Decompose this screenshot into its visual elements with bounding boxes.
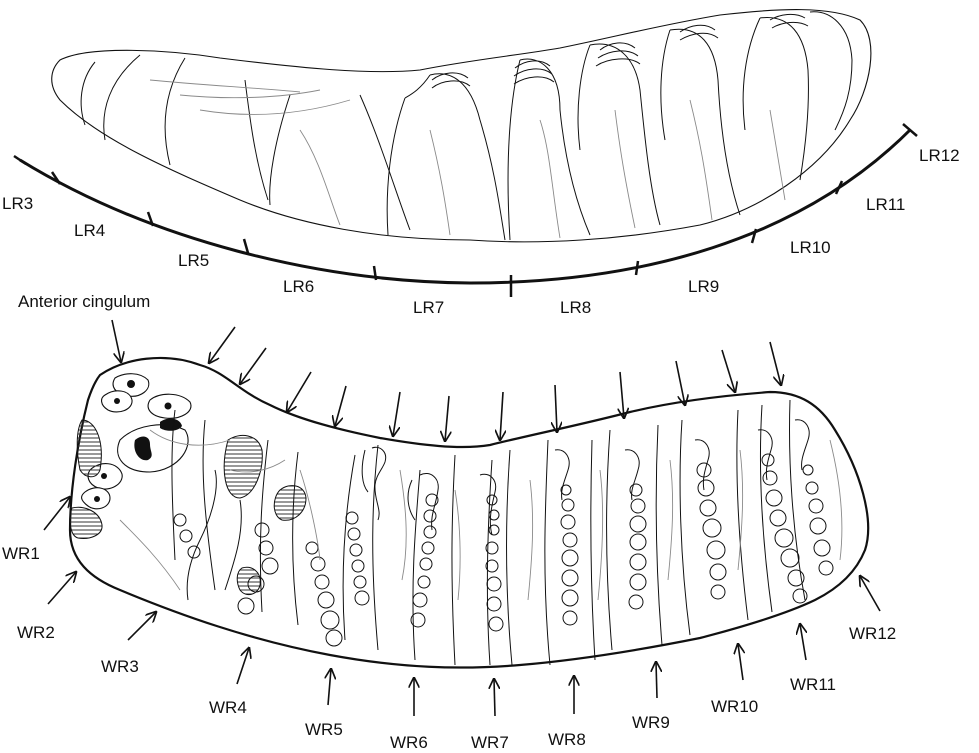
label-WR4: WR4: [209, 698, 247, 717]
label-WR2: WR2: [17, 623, 55, 642]
arrow-icon: [335, 386, 346, 426]
label-WR7: WR7: [471, 733, 509, 752]
label-WR6: WR6: [390, 733, 428, 752]
label-LR9: LR9: [688, 277, 719, 296]
arrow-icon: [770, 342, 781, 385]
arrow-icon: [240, 348, 266, 384]
arrow-icon: [393, 392, 400, 436]
arrow-icon: [555, 385, 557, 432]
label-LR6: LR6: [283, 277, 314, 296]
label-WR5: WR5: [305, 720, 343, 739]
arrow-icon: [44, 497, 70, 530]
anterior-cingulum-arrow: [112, 320, 121, 362]
arrow-icon: [128, 612, 156, 640]
label-WR8: WR8: [548, 730, 586, 749]
arc-tick: [14, 156, 26, 164]
label-LR8: LR8: [560, 298, 591, 317]
label-WR3: WR3: [101, 657, 139, 676]
arrow-icon: [860, 576, 880, 611]
arrow-icon: [494, 679, 495, 716]
label-WR9: WR9: [632, 713, 670, 732]
arrow-icon: [738, 644, 743, 680]
label-WR12: WR12: [849, 624, 896, 643]
arrow-icon: [209, 327, 235, 363]
arrow-icon: [445, 396, 449, 441]
arrow-icon: [722, 350, 735, 392]
anterior-cingulum-label: Anterior cingulum: [18, 292, 150, 311]
arrow-icon: [620, 372, 624, 418]
lateral-view-outline: [52, 10, 871, 242]
label-LR12: LR12: [919, 146, 960, 165]
arrow-icon: [328, 669, 331, 705]
arc-tick: [244, 239, 248, 253]
label-LR5: LR5: [178, 251, 209, 270]
label-WR11: WR11: [790, 675, 836, 694]
label-LR3: LR3: [2, 194, 33, 213]
label-LR7: LR7: [413, 298, 444, 317]
label-LR4: LR4: [74, 221, 105, 240]
arrow-icon: [656, 662, 657, 698]
label-LR10: LR10: [790, 238, 831, 257]
arrow-icon: [237, 648, 249, 684]
label-WR1: WR1: [2, 544, 40, 563]
occlusal-view-drawing: [70, 358, 868, 668]
label-LR11: LR11: [866, 195, 905, 214]
arrow-icon: [48, 572, 76, 604]
label-WR10: WR10: [711, 697, 758, 716]
arrow-icon: [676, 361, 685, 405]
arrow-icon: [800, 624, 806, 660]
arc-tick: [636, 261, 638, 275]
lateral-view-drawing: [52, 10, 871, 242]
arrow-icon: [500, 392, 503, 440]
arrow-icon: [287, 372, 311, 412]
